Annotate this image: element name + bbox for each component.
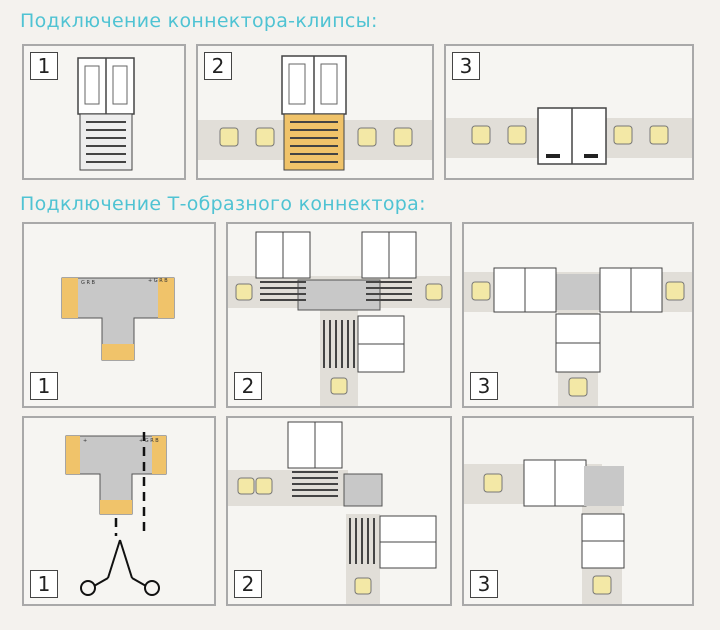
t-connector-cut-closed-graphic xyxy=(464,459,625,604)
t-section-title: Подключение Т-образного коннектора: xyxy=(20,193,426,215)
clip-connector-open-graphic xyxy=(77,57,135,171)
t-connector-cut-inserting-graphic xyxy=(228,421,437,604)
step-number-2: 2 xyxy=(204,52,232,80)
step-number-1: 1 xyxy=(30,52,58,80)
svg-text:+ G R B: + G R B xyxy=(139,438,159,444)
t-step-3-panel: 3 xyxy=(462,222,694,408)
clip-step-3-panel: 3 xyxy=(444,44,694,180)
step-number-2: 2 xyxy=(234,372,262,400)
svg-text:G R B: G R B xyxy=(81,280,96,286)
step-number-1: 1 xyxy=(30,372,58,400)
t-step-1-panel: G R B + G R B 1 xyxy=(22,222,216,408)
clip-connector-inserting-graphic xyxy=(198,55,432,171)
clip-step-1-panel: 1 xyxy=(22,44,186,180)
clip-connector-closed-graphic xyxy=(446,107,692,165)
clip-section-title: Подключение коннектора-клипсы: xyxy=(20,10,378,32)
t-connector-cut-line-graphic: + + G R B xyxy=(65,432,167,536)
step-number-1: 1 xyxy=(30,570,58,598)
step-number-2: 2 xyxy=(234,570,262,598)
t-cut-step-2-panel: 2 xyxy=(226,416,452,606)
step-number-3: 3 xyxy=(470,372,498,400)
svg-text:+ G R B: + G R B xyxy=(148,278,168,284)
t-cut-step-1-panel: + + G R B 1 xyxy=(22,416,216,606)
clip-step-2-panel: 2 xyxy=(196,44,434,180)
t-connector-closed-graphic xyxy=(464,267,692,406)
step-number-3: 3 xyxy=(470,570,498,598)
step-number-3: 3 xyxy=(452,52,480,80)
t-cut-step-3-panel: 3 xyxy=(462,416,694,606)
t-step-2-panel: 2 xyxy=(226,222,452,408)
t-connector-board-graphic: G R B + G R B xyxy=(61,277,175,361)
t-connector-inserting-graphic xyxy=(228,231,450,406)
svg-text:+: + xyxy=(83,438,87,444)
